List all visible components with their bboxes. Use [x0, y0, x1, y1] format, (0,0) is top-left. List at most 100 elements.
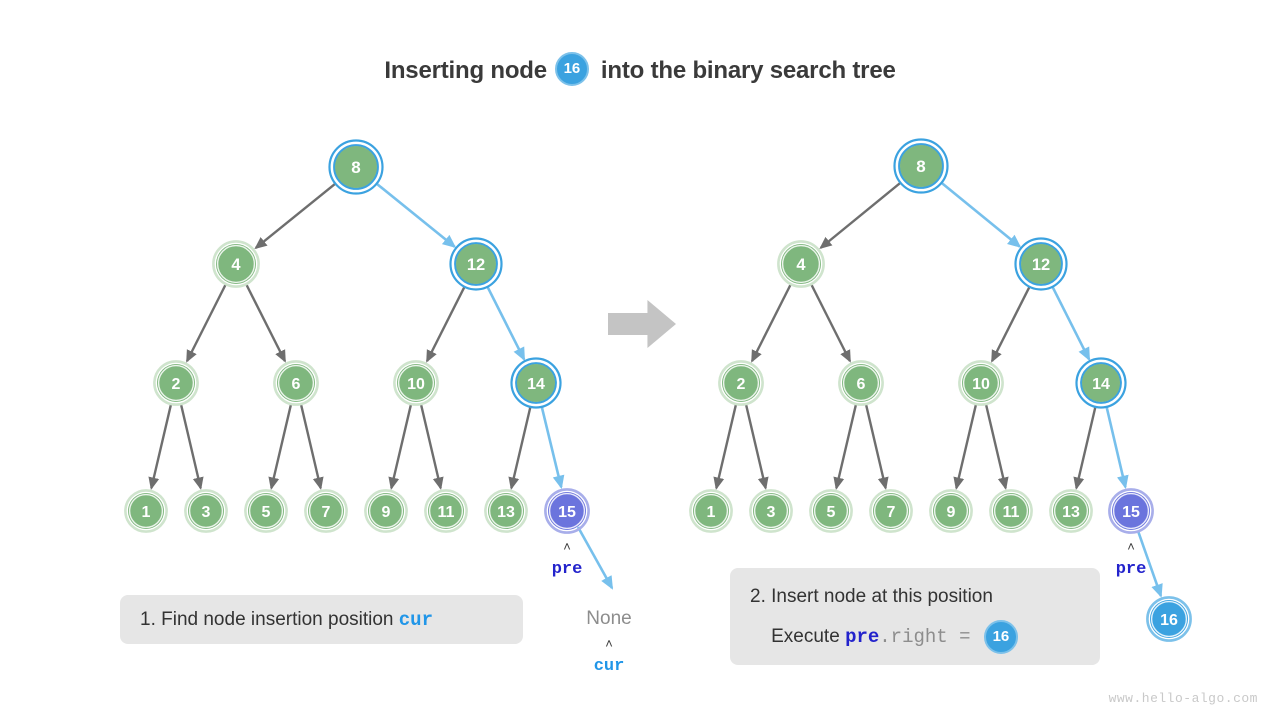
node-circle[interactable] [157, 364, 195, 402]
node-value-label: 7 [322, 504, 331, 521]
node-circle[interactable] [397, 364, 435, 402]
node-circle[interactable] [188, 493, 224, 529]
tree-node-14[interactable]: 14 [510, 357, 562, 409]
tree-node-9[interactable]: 9 [929, 489, 973, 533]
edge-4-to-6 [809, 283, 852, 363]
node-circle[interactable] [873, 493, 909, 529]
tree-node-7[interactable]: 7 [869, 489, 913, 533]
tree-node-2[interactable]: 2 [153, 360, 199, 406]
node-circle[interactable] [842, 364, 880, 402]
tree-node-1[interactable]: 1 [689, 489, 733, 533]
node-circle[interactable] [216, 244, 256, 284]
tree-node-5[interactable]: 5 [244, 489, 288, 533]
tree-node-9[interactable]: 9 [364, 489, 408, 533]
keyword-attribute: .right = [879, 625, 982, 648]
node-value-label: 9 [382, 504, 391, 521]
tree-node-6[interactable]: 6 [838, 360, 884, 406]
node-circle[interactable] [488, 493, 524, 529]
node-inner-outline [548, 492, 586, 530]
node-circle[interactable] [693, 493, 729, 529]
tree-node-4[interactable]: 4 [212, 240, 260, 288]
tree-node-15[interactable]: 15 [544, 488, 590, 534]
node-value-label: 13 [497, 504, 515, 521]
node-value-label: 1 [142, 504, 151, 521]
node-value-label: 3 [202, 504, 211, 521]
node-highlight-inner-ring [333, 144, 379, 190]
tree-node-8[interactable]: 8 [893, 138, 949, 194]
node-inner-outline [993, 493, 1029, 529]
node-circle[interactable] [1053, 493, 1089, 529]
edge-15-to-none [576, 526, 614, 590]
node-circle[interactable] [548, 492, 586, 530]
node-circle[interactable] [993, 493, 1029, 529]
tree-node-13[interactable]: 13 [1049, 489, 1093, 533]
node-inner-outline [248, 493, 284, 529]
node-circle[interactable] [335, 146, 377, 188]
node-inner-outline [157, 364, 195, 402]
edge-12-to-10 [990, 285, 1031, 363]
node-circle[interactable] [277, 364, 315, 402]
node-highlight-gap-ring [452, 240, 500, 288]
node-outer-ring [544, 488, 590, 534]
node-circle[interactable] [753, 493, 789, 529]
node-outer-ring [749, 489, 793, 533]
tree-node-10[interactable]: 10 [958, 360, 1004, 406]
tree-node-1[interactable]: 1 [124, 489, 168, 533]
node-circle[interactable] [1082, 364, 1120, 402]
title-suffix: into the binary search tree [600, 57, 896, 84]
tree-node-3[interactable]: 3 [184, 489, 228, 533]
node-circle[interactable] [1112, 492, 1150, 530]
tree-node-4[interactable]: 4 [777, 240, 825, 288]
tree-node-16[interactable]: 16 [1146, 596, 1192, 642]
inline-node-badge: 16 [983, 619, 1018, 654]
node-inner-outline [216, 244, 256, 284]
node-circle[interactable] [1021, 244, 1061, 284]
node-circle[interactable] [722, 364, 760, 402]
none-label: None [586, 608, 631, 629]
node-inner-outline [1150, 600, 1188, 638]
node-circle[interactable] [962, 364, 1000, 402]
node-circle[interactable] [368, 493, 404, 529]
edge-8-to-12 [940, 181, 1022, 248]
node-value-label: 15 [1122, 504, 1140, 521]
node-circle[interactable] [308, 493, 344, 529]
tree-node-14[interactable]: 14 [1075, 357, 1127, 409]
tree-node-2[interactable]: 2 [718, 360, 764, 406]
tree-node-8[interactable]: 8 [328, 139, 384, 195]
pointer-caret-pre: ˄ [1127, 539, 1135, 554]
tree-node-11[interactable]: 11 [424, 489, 468, 533]
node-circle[interactable] [900, 145, 942, 187]
tree-node-12[interactable]: 12 [1014, 237, 1068, 291]
node-outer-ring [273, 360, 319, 406]
node-circle[interactable] [128, 493, 164, 529]
node-circle[interactable] [428, 493, 464, 529]
node-highlight-gap-ring [331, 142, 381, 192]
tree-node-15[interactable]: 15 [1108, 488, 1154, 534]
tree-node-3[interactable]: 3 [749, 489, 793, 533]
tree-node-12[interactable]: 12 [449, 237, 503, 291]
node-value-label: 11 [438, 504, 455, 521]
node-circle[interactable] [1150, 600, 1188, 638]
tree-node-13[interactable]: 13 [484, 489, 528, 533]
tree-node-11[interactable]: 11 [989, 489, 1033, 533]
tree-node-5[interactable]: 5 [809, 489, 853, 533]
node-circle[interactable] [517, 364, 555, 402]
node-value-label: 12 [467, 256, 485, 274]
tree-node-10[interactable]: 10 [393, 360, 439, 406]
watermark: www.hello-algo.com [1108, 691, 1258, 706]
node-circle[interactable] [781, 244, 821, 284]
node-outer-ring [184, 489, 228, 533]
node-highlight-gap-ring [1078, 360, 1124, 406]
node-circle[interactable] [933, 493, 969, 529]
node-circle[interactable] [456, 244, 496, 284]
edge-14-to-15 [1105, 406, 1129, 490]
edge-6-to-5 [268, 403, 293, 490]
tree-node-6[interactable]: 6 [273, 360, 319, 406]
node-outer-ring [929, 489, 973, 533]
node-highlight-inner-ring [454, 242, 498, 286]
tree-node-7[interactable]: 7 [304, 489, 348, 533]
node-circle[interactable] [813, 493, 849, 529]
node-circle[interactable] [248, 493, 284, 529]
